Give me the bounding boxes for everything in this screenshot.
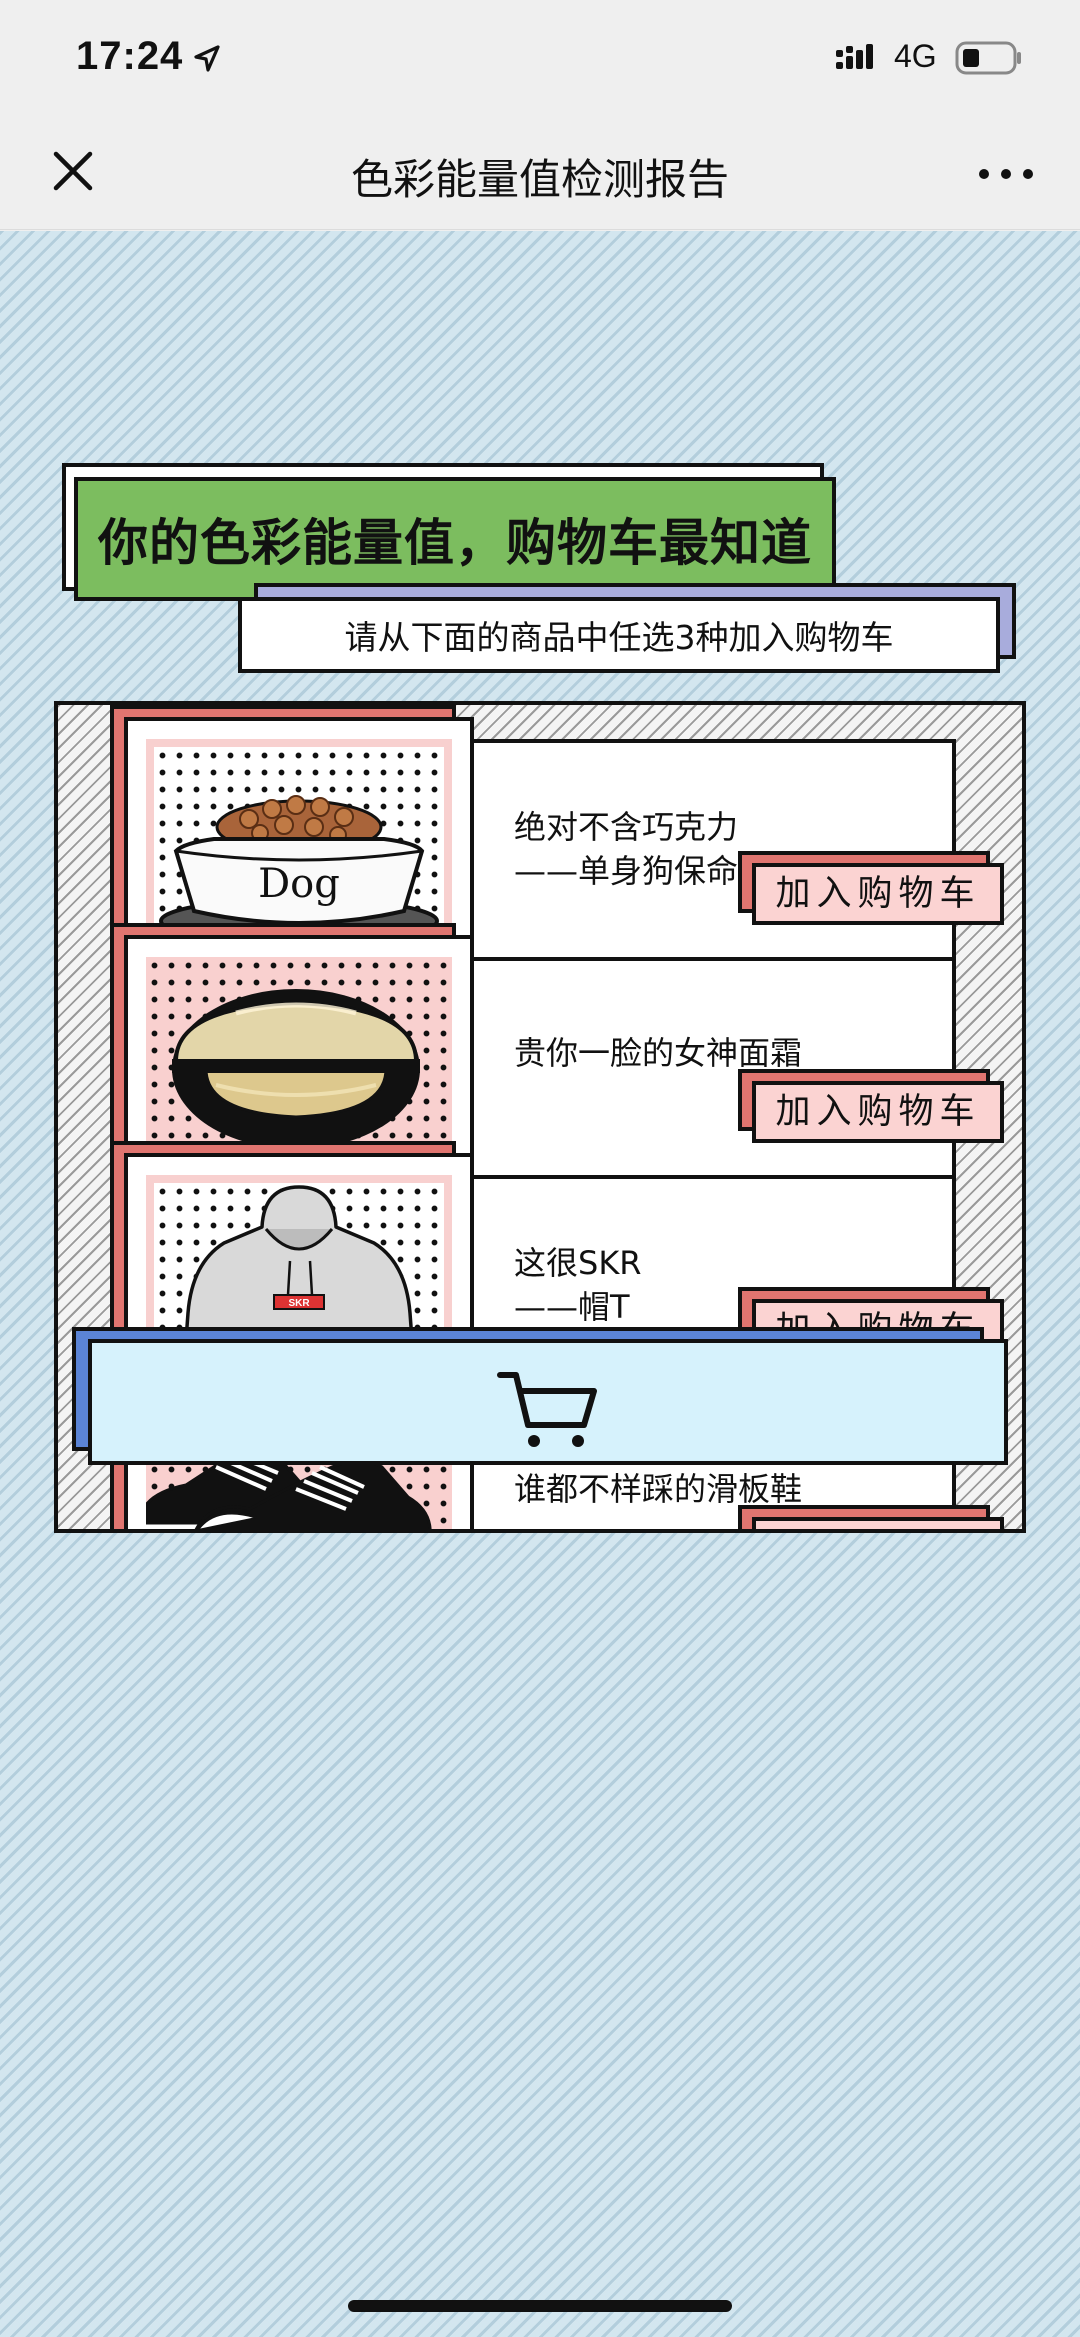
add-to-cart-button[interactable]: 加入购物车 — [752, 863, 1004, 925]
face-cream-jar-icon — [172, 989, 420, 1149]
network-label: 4G — [894, 38, 937, 74]
add-to-cart-button[interactable] — [752, 1517, 1004, 1529]
more-options-icon[interactable] — [976, 162, 1036, 186]
add-to-cart-button[interactable]: 加入购物车 — [752, 1081, 1004, 1143]
location-arrow-icon — [194, 45, 220, 72]
product-image — [146, 1393, 452, 1529]
nav-bar: 色彩能量值检测报告 — [0, 118, 1080, 230]
subtitle-banner: 请从下面的商品中任选3种加入购物车 — [238, 597, 1000, 673]
status-time: 17:24 — [76, 34, 184, 78]
status-bar: 17:24 4G — [0, 0, 1080, 118]
battery-icon — [955, 41, 1021, 75]
heading-title: 你的色彩能量值，购物车最知道 — [98, 514, 812, 572]
product-item-dog-food: Dog 绝对不含巧克力 ——单身狗保命狗粮 加入购物车 — [58, 705, 1022, 1023]
dog-food-bowl-icon: Dog — [159, 795, 439, 945]
dog-bowl-label: Dog — [258, 861, 340, 907]
product-description: 贵你一脸的女神面霜 — [514, 1034, 803, 1072]
product-description: 谁都不样踩的滑板鞋 — [514, 1470, 803, 1508]
shopping-cart-icon — [497, 1372, 597, 1447]
hoodie-logo: SKR — [288, 1298, 310, 1309]
cart-button[interactable] — [88, 1339, 1008, 1465]
product-list[interactable]: Dog 绝对不含巧克力 ——单身狗保命狗粮 加入购物车 — [54, 701, 1026, 1533]
signal-icon — [836, 44, 873, 69]
product-description: 这很SKR ——帽T — [514, 1244, 642, 1326]
skate-shoes-icon — [146, 1450, 432, 1529]
home-indicator[interactable] — [348, 2300, 732, 2312]
content-area: 你的色彩能量值，购物车最知道 请从下面的商品中任选3种加入购物车 — [0, 231, 1080, 2337]
heading-subtitle: 请从下面的商品中任选3种加入购物车 — [344, 618, 894, 657]
close-icon[interactable] — [48, 146, 98, 196]
heading-banner: 你的色彩能量值，购物车最知道 — [74, 477, 836, 601]
page-title: 色彩能量值检测报告 — [350, 155, 729, 204]
